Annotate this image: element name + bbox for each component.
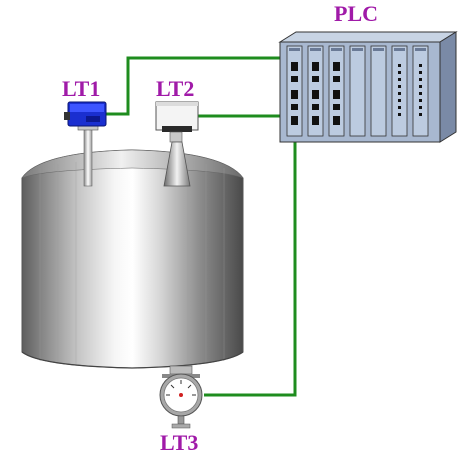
lt3-label: LT3 [160,430,199,455]
lt1-transmitter-icon [64,101,107,187]
plc-rack-icon [278,31,458,143]
lt2-transmitter-icon [155,101,199,187]
plc-module [391,45,408,137]
plc-module [370,45,387,137]
plc-module [412,45,429,137]
wire-lt3-plc [204,142,297,397]
lt2-label: LT2 [156,76,195,101]
signal-wires [106,56,297,397]
storage-tank-icon [21,149,244,369]
plc-modules [286,45,429,137]
plc-module [349,45,366,137]
wire-lt1-plc [106,56,280,116]
plc-label: PLC [334,1,378,26]
lt1-label: LT1 [62,76,101,101]
lt3-transmitter-icon [159,365,203,429]
